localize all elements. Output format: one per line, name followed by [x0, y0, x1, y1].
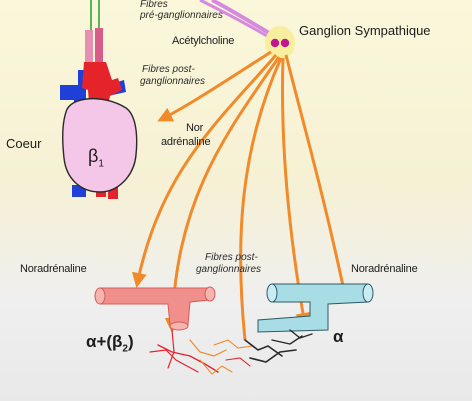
fibres-pre-label-line1: Fibres [140, 0, 168, 10]
nerve-terminals [149, 329, 313, 375]
fibres-post-top-label-line1: Fibres post- [142, 64, 195, 75]
fibres-post-top-label-line2: ganglionnaires [140, 76, 206, 87]
noradrenaline-right-label: Noradrénaline [351, 263, 418, 275]
heart-body [61, 97, 138, 193]
heart-label: Coeur [6, 136, 42, 151]
beta1-receptor-label: β1 [88, 146, 104, 170]
ganglion-node [265, 26, 295, 60]
noradrenaline-top-label-line2: adrénaline [161, 136, 211, 148]
red-blood-vessel [94, 286, 216, 331]
post-ganglionic-fibres [132, 50, 351, 341]
alpha-beta2-receptor-label: α+(β2) [86, 332, 134, 355]
alpha-receptor-label: α [333, 327, 344, 346]
fibres-post-mid-label-line1: Fibres post- [205, 252, 258, 263]
ganglion-label: Ganglion Sympathique [299, 23, 431, 38]
fibres-post-mid-label-line2: ganglionnaires [196, 264, 262, 275]
acetylcholine-label: Acétylcholine [172, 35, 235, 47]
fibres-pre-label-line2: pré-ganglionnaires [140, 10, 223, 21]
noradrenaline-top-label-line1: Nor [186, 122, 204, 134]
noradrenaline-left-label: Noradrénaline [20, 263, 87, 275]
blue-blood-vessel [257, 283, 374, 333]
